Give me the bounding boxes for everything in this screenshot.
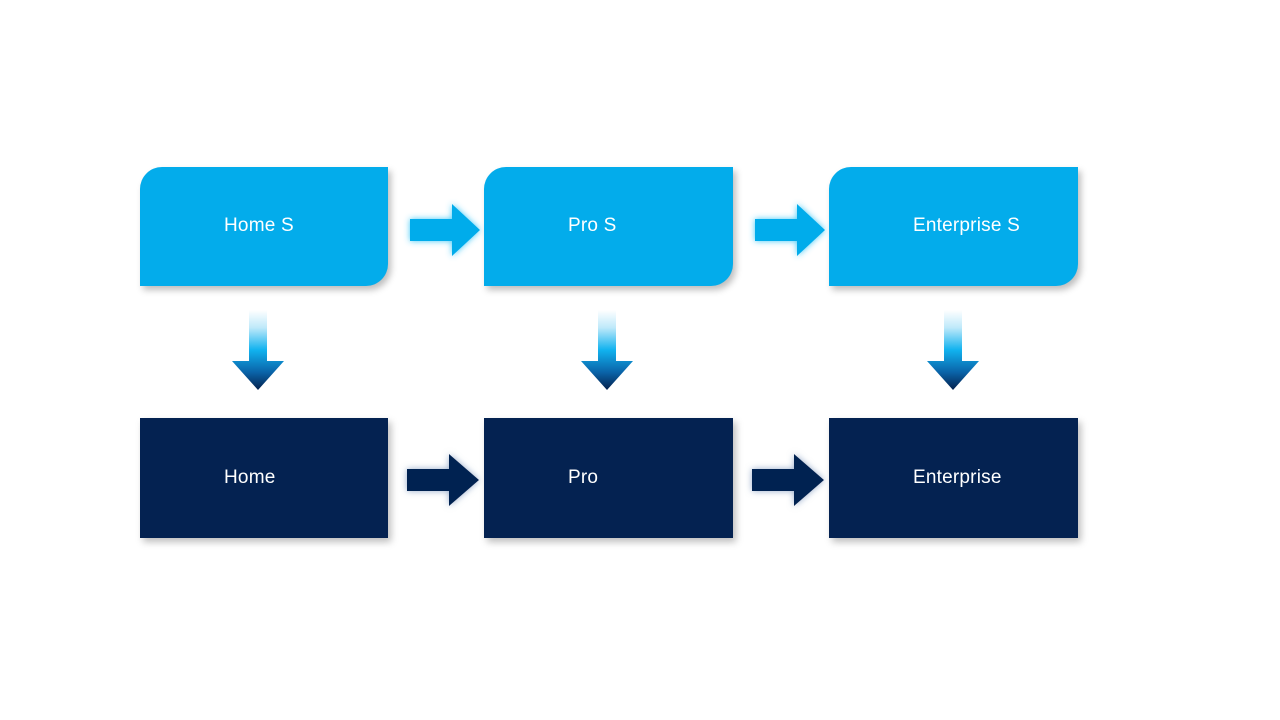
arrow-down-icon bbox=[232, 310, 284, 390]
arrow-down-icon bbox=[927, 310, 979, 390]
node-home[interactable]: Home bbox=[140, 418, 388, 538]
arrow-right-icon bbox=[407, 454, 479, 506]
arrow-pro-s-to-pro bbox=[578, 308, 636, 392]
node-pro-s[interactable]: Pro S bbox=[484, 167, 733, 286]
node-label-enterprise: Enterprise bbox=[913, 466, 1002, 488]
node-enterprise-s[interactable]: Enterprise S bbox=[829, 167, 1078, 286]
arrow-pro-s-to-enterprise-s bbox=[751, 199, 829, 261]
node-label-pro: Pro bbox=[568, 466, 599, 488]
node-home-s[interactable]: Home S bbox=[140, 167, 388, 286]
arrow-right-icon bbox=[410, 204, 480, 256]
arrow-home-s-to-home bbox=[229, 308, 287, 392]
node-label-home: Home bbox=[224, 466, 276, 488]
node-pro[interactable]: Pro bbox=[484, 418, 733, 538]
arrow-right-icon bbox=[755, 204, 825, 256]
arrow-home-to-pro bbox=[403, 449, 485, 511]
node-label-home-s: Home S bbox=[224, 215, 294, 237]
node-enterprise[interactable]: Enterprise bbox=[829, 418, 1078, 538]
node-label-pro-s: Pro S bbox=[568, 215, 617, 237]
arrow-right-icon bbox=[752, 454, 824, 506]
arrow-enterprise-s-to-enterprise bbox=[924, 308, 982, 392]
arrow-down-icon bbox=[581, 310, 633, 390]
arrow-pro-to-enterprise bbox=[748, 449, 830, 511]
arrow-home-s-to-pro-s bbox=[406, 199, 484, 261]
node-label-enterprise-s: Enterprise S bbox=[913, 215, 1020, 237]
